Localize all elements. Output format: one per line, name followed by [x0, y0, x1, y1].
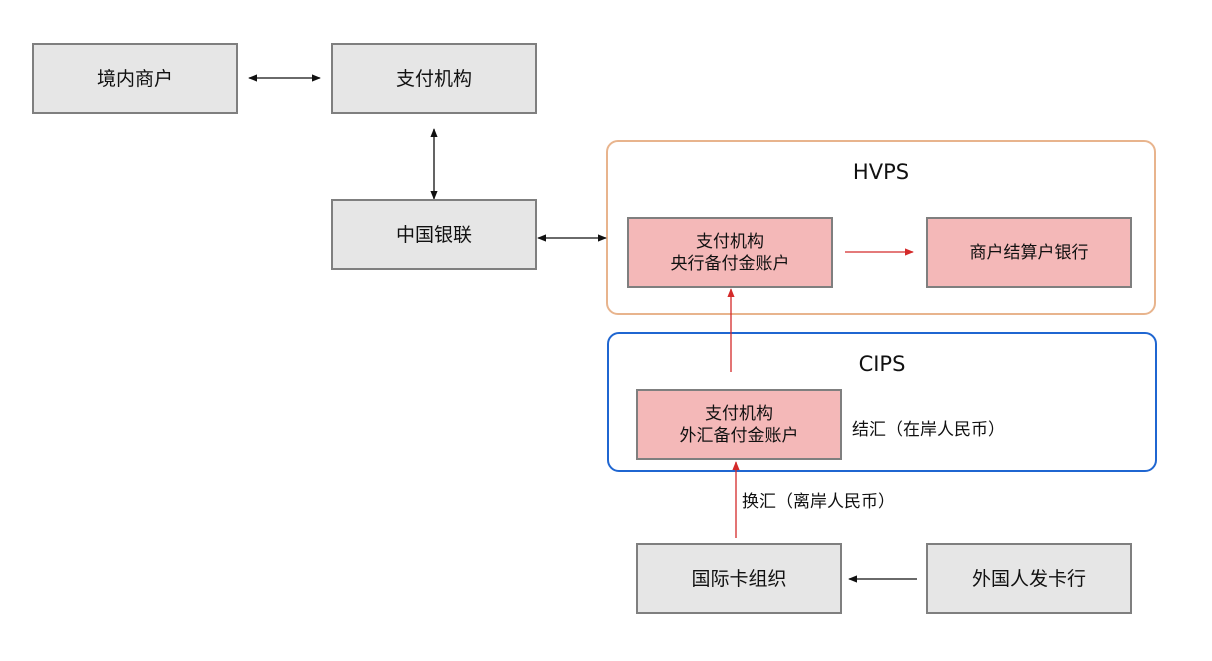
- payment-institution-label: 支付机构: [395, 67, 472, 90]
- unionpay-label: 中国银联: [395, 223, 472, 246]
- intl-card-org-node: 国际卡组织: [636, 543, 842, 614]
- merchant-settlement-bank-label: 商户结算户银行: [969, 242, 1089, 263]
- hvps-title: HVPS: [852, 160, 910, 184]
- pi-fx-reserve-line2: 外汇备付金账户: [679, 425, 799, 446]
- pi-central-reserve-line2: 央行备付金账户: [670, 253, 790, 274]
- exchange-offshore-label: 换汇（离岸人民币）: [742, 492, 895, 512]
- pi-central-reserve-node: 支付机构 央行备付金账户: [627, 217, 833, 288]
- hvps-group: HVPS: [606, 140, 1156, 315]
- foreign-issuer-node: 外国人发卡行: [926, 543, 1132, 614]
- pi-fx-reserve-node: 支付机构 外汇备付金账户: [636, 389, 842, 460]
- unionpay-node: 中国银联: [331, 199, 537, 270]
- domestic-merchant-node: 境内商户: [32, 43, 238, 114]
- pi-fx-reserve-line1: 支付机构: [705, 403, 773, 424]
- domestic-merchant-label: 境内商户: [96, 67, 173, 90]
- pi-central-reserve-line1: 支付机构: [696, 231, 764, 252]
- cips-group: CIPS: [607, 332, 1157, 472]
- settlement-onshore-label: 结汇（在岸人民币）: [852, 420, 1005, 440]
- foreign-issuer-label: 外国人发卡行: [971, 567, 1086, 590]
- merchant-settlement-bank-node: 商户结算户银行: [926, 217, 1132, 288]
- payment-institution-node: 支付机构: [331, 43, 537, 114]
- intl-card-org-label: 国际卡组织: [691, 567, 787, 590]
- cips-title: CIPS: [858, 352, 906, 376]
